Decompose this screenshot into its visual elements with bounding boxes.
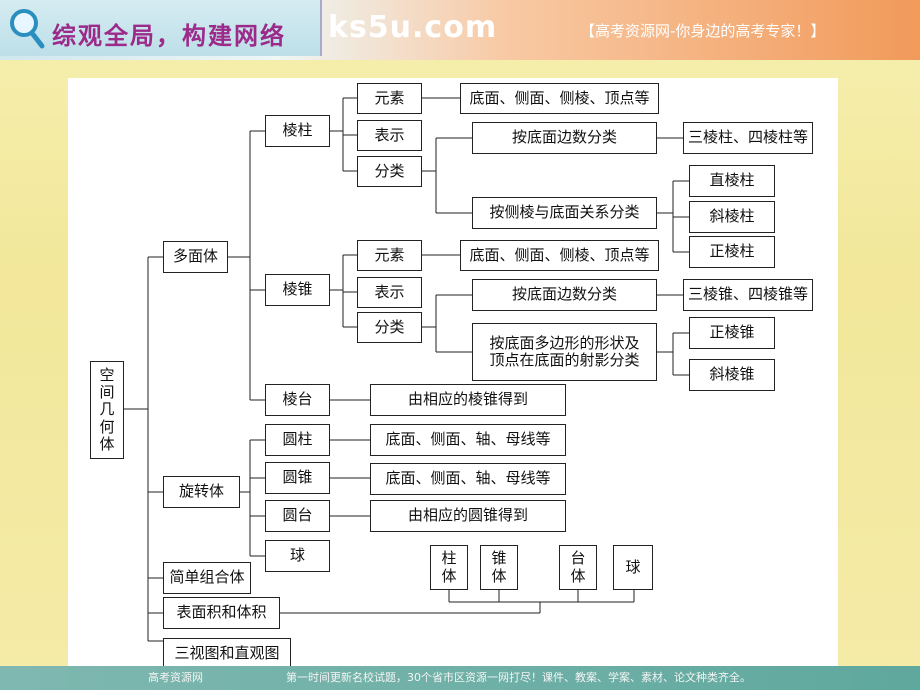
node-sphere: 球 — [265, 540, 330, 572]
root-char: 空 — [99, 365, 115, 384]
node-pyramid-by-base-edges: 按底面边数分类 — [472, 279, 657, 311]
shape-projection-line-1: 按底面多边形的形状及 — [489, 333, 640, 352]
node-oblique-pyramid: 斜棱锥 — [689, 359, 775, 391]
node-prism-by-lateral-relation: 按侧棱与底面关系分类 — [472, 197, 657, 229]
connector-lines — [124, 97, 689, 642]
root-char: 体 — [99, 434, 115, 453]
footer-slogan: 第一时间更新名校试题，30个省市区资源一网打尽！课件、教案、学案、素材、论文种类… — [286, 671, 751, 684]
node-prism-element-desc: 底面、侧面、侧棱、顶点等 — [460, 83, 659, 114]
site-logo-text: ks5u.com — [328, 10, 498, 45]
title-box: 综观全局，构建网络 — [0, 0, 322, 56]
node-pyramid-element: 元素 — [357, 240, 422, 271]
node-regular-prism: 正棱柱 — [689, 236, 775, 268]
node-solid-frustum: 台 体 — [559, 545, 597, 590]
node-three-views: 三视图和直观图 — [163, 638, 291, 670]
node-polyhedron: 多面体 — [163, 241, 228, 273]
node-prism-by-edges-result: 三棱柱、四棱柱等 — [683, 122, 813, 154]
solid-char: 台 — [570, 549, 586, 568]
node-truncated-cone: 圆台 — [265, 500, 330, 532]
node-regular-pyramid: 正棱锥 — [689, 317, 775, 349]
node-cylinder: 圆柱 — [265, 424, 330, 456]
node-prism-classification: 分类 — [357, 156, 422, 187]
node-prism: 棱柱 — [265, 115, 330, 147]
node-pyramid-by-shape-projection: 按底面多边形的形状及 顶点在底面的射影分类 — [472, 323, 657, 381]
root-node-space-geometry: 空 间 几 何 体 — [90, 361, 124, 459]
root-char: 何 — [99, 417, 115, 436]
node-right-prism: 直棱柱 — [689, 165, 775, 197]
footer-bar: 高考资源网 第一时间更新名校试题，30个省市区资源一网打尽！课件、教案、学案、素… — [0, 666, 920, 690]
node-pyramid-by-edges-result: 三棱锥、四棱锥等 — [683, 279, 813, 311]
node-simple-combination: 简单组合体 — [163, 562, 251, 594]
site-slogan: 【高考资源网-你身边的高考专家！】 — [580, 22, 826, 40]
node-solid-prism-cylinder: 柱 体 — [430, 545, 468, 590]
node-cone-desc: 底面、侧面、轴、母线等 — [370, 463, 566, 495]
solid-char: 体 — [491, 566, 507, 585]
solid-char: 锥 — [491, 549, 507, 568]
node-pyramid: 棱锥 — [265, 274, 330, 306]
node-frustum: 棱台 — [265, 384, 330, 416]
node-cone: 圆锥 — [265, 462, 330, 494]
node-prism-representation: 表示 — [357, 120, 422, 151]
node-pyramid-representation: 表示 — [357, 277, 422, 308]
node-truncated-cone-desc: 由相应的圆锥得到 — [370, 500, 566, 532]
solid-char: 柱 — [441, 549, 457, 568]
node-prism-by-base-edges: 按底面边数分类 — [472, 122, 657, 154]
footer-site-name: 高考资源网 — [148, 671, 203, 684]
shape-projection-line-2: 顶点在底面的射影分类 — [489, 351, 640, 369]
node-pyramid-element-desc: 底面、侧面、侧棱、顶点等 — [460, 240, 659, 271]
diagram-panel: 空 间 几 何 体 多面体 旋转体 简单组合体 表面积和体积 三视图和直观图 棱… — [68, 78, 838, 674]
header-banner: 综观全局，构建网络 ks5u.com 【高考资源网-你身边的高考专家！】 — [0, 0, 920, 60]
page-title: 综观全局，构建网络 — [52, 22, 286, 50]
node-frustum-desc: 由相应的棱锥得到 — [370, 384, 566, 416]
root-char: 几 — [99, 400, 115, 419]
node-cylinder-desc: 底面、侧面、轴、母线等 — [370, 424, 566, 456]
node-surface-area-volume: 表面积和体积 — [163, 597, 280, 629]
magnifier-icon — [10, 9, 45, 49]
node-solid-of-revolution: 旋转体 — [163, 476, 240, 508]
solid-char: 体 — [570, 566, 586, 585]
node-solid-sphere: 球 — [613, 545, 653, 590]
node-solid-pyramid-cone: 锥 体 — [480, 545, 518, 590]
node-prism-element: 元素 — [357, 83, 422, 114]
node-oblique-prism: 斜棱柱 — [689, 201, 775, 233]
root-char: 间 — [99, 383, 115, 402]
solid-char: 体 — [441, 566, 457, 585]
node-pyramid-classification: 分类 — [357, 312, 422, 343]
